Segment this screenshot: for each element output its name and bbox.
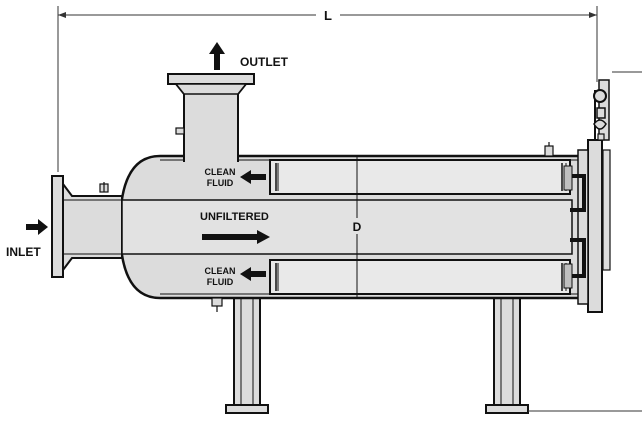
outlet-label: OUTLET <box>240 55 289 69</box>
inlet-arrow <box>26 219 48 235</box>
diameter-dimension: D <box>348 156 366 298</box>
clean-fluid-bottom-line1: CLEAN <box>205 266 236 276</box>
filter-element-top <box>269 159 571 195</box>
vent-valve <box>593 89 607 141</box>
outlet-nozzle <box>167 73 255 162</box>
filter-element-bottom <box>269 259 571 295</box>
clean-fluid-top-line1: CLEAN <box>205 167 236 177</box>
clean-fluid-bottom-arrow <box>240 267 266 281</box>
length-label: L <box>324 8 332 23</box>
support-leg-right <box>485 296 529 414</box>
drain-fitting <box>211 297 223 312</box>
clean-fluid-top-arrow <box>240 170 266 184</box>
outlet-arrow <box>209 42 225 70</box>
inlet-nozzle <box>51 175 123 278</box>
center-inlet-pipe <box>121 199 573 255</box>
unfiltered-arrow <box>202 230 270 244</box>
clean-fluid-bottom-line2: FLUID <box>207 277 234 287</box>
unfiltered-label: UNFILTERED <box>200 211 269 223</box>
length-dimension: L <box>57 6 598 172</box>
clean-fluid-top-line2: FLUID <box>207 178 234 188</box>
inlet-label: INLET <box>6 245 41 259</box>
support-leg-left <box>225 296 269 414</box>
top-fitting <box>544 142 554 157</box>
diameter-label: D <box>353 220 362 234</box>
